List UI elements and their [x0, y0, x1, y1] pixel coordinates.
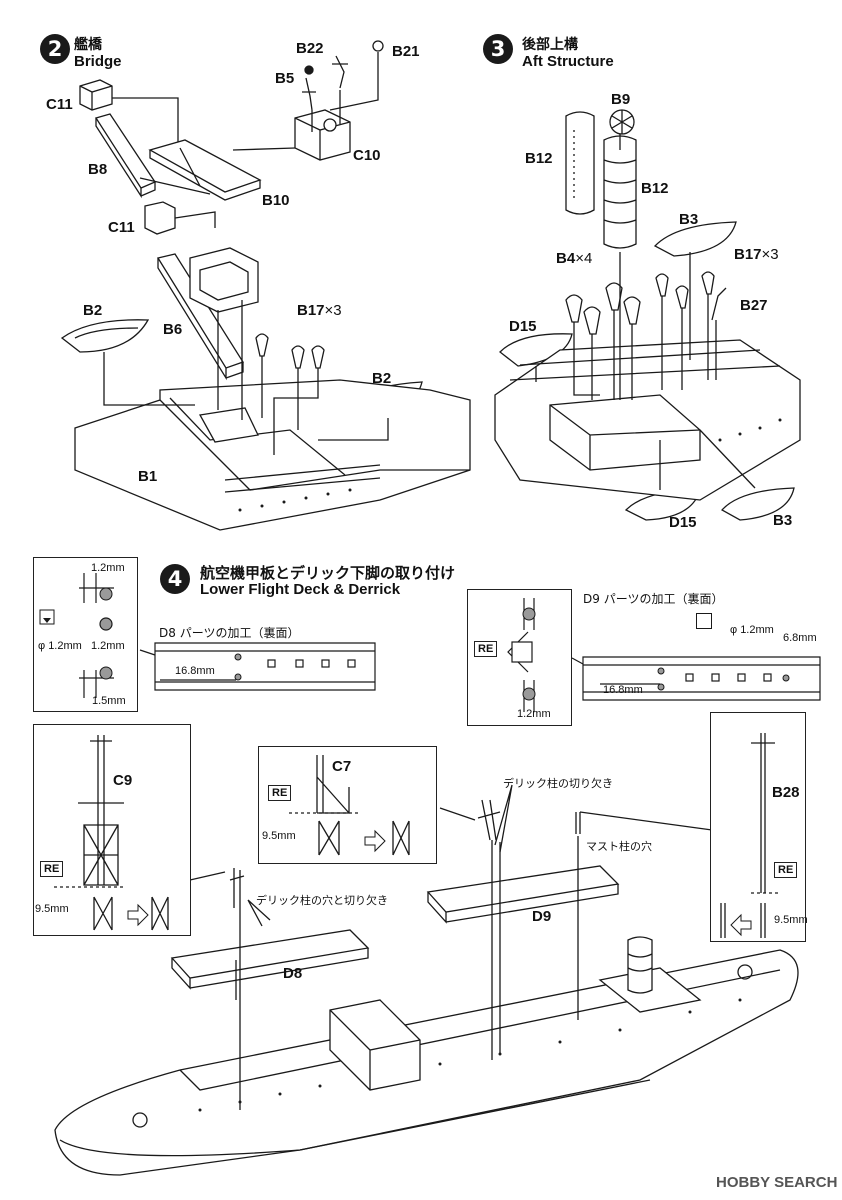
- b28-re-tag: RE: [774, 862, 798, 878]
- b28-dim: 9.5mm: [774, 914, 808, 926]
- hobbysearch-watermark: HOBBY SEARCH: [716, 1174, 838, 1191]
- c9-part-label: C9: [113, 772, 133, 789]
- label-b12-right: B12: [641, 180, 669, 197]
- label-d8: D8: [283, 965, 303, 982]
- d9-re-tag: RE: [474, 641, 498, 657]
- label-b4: B4×4: [556, 250, 593, 267]
- c7-re-tag: RE: [268, 785, 292, 801]
- c9-re-tag: RE: [40, 861, 64, 877]
- step-4-title-en: Lower Flight Deck & Derrick: [200, 581, 401, 598]
- c7-part-label: C7: [332, 758, 352, 775]
- d8-process-title: D8 パーツの加工（裏面）: [159, 626, 300, 640]
- label-b12-left: B12: [525, 150, 553, 167]
- b28-part-label: B28: [772, 784, 800, 801]
- step-2-title-jp: 艦橋: [74, 37, 102, 53]
- label-b9: B9: [611, 91, 631, 108]
- label-b2-right: B2: [372, 370, 392, 387]
- d9-offset: 6.8mm: [783, 632, 817, 644]
- step-3-title-jp: 後部上構: [522, 37, 578, 53]
- d8-dim-bottom: 1.5mm: [92, 695, 126, 707]
- label-b8: B8: [88, 161, 108, 178]
- d8-dim-top: 1.2mm: [91, 562, 125, 574]
- c9-inset: [33, 724, 191, 936]
- label-b6: B6: [163, 321, 183, 338]
- label-b21: B21: [392, 43, 420, 60]
- c7-dim: 9.5mm: [262, 830, 296, 842]
- label-d15-left: D15: [509, 318, 537, 335]
- label-c11-top: C11: [46, 96, 73, 113]
- label-b22: B22: [296, 40, 324, 57]
- d9-detail-inset: [467, 589, 572, 726]
- d8-detail-inset: [33, 557, 138, 712]
- d9-dim-bottom: 1.2mm: [517, 708, 551, 720]
- label-d15-bottom: D15: [669, 514, 697, 531]
- label-d9: D9: [532, 908, 552, 925]
- d9-diameter: φ 1.2mm: [730, 624, 774, 636]
- note-mast-hole: マスト柱の穴: [586, 840, 652, 853]
- label-c10: C10: [353, 147, 381, 164]
- drill-icon: [696, 613, 712, 629]
- c7-inset: [258, 746, 437, 864]
- label-b17-bridge: B17×3: [297, 302, 342, 319]
- step-4-title-jp: 航空機甲板とデリック下脚の取り付け: [200, 564, 456, 582]
- step-4-number: 4: [160, 564, 190, 594]
- c9-dim: 9.5mm: [35, 903, 69, 915]
- d9-process-title: D9 パーツの加工（裏面）: [583, 592, 724, 606]
- d8-length: 16.8mm: [175, 665, 215, 677]
- label-b27: B27: [740, 297, 768, 314]
- note-derrick-hole-notch: デリック柱の穴と切り欠き: [256, 894, 388, 907]
- label-b5: B5: [275, 70, 295, 87]
- label-c11-lower: C11: [108, 219, 135, 236]
- d8-dim-mid: 1.2mm: [91, 640, 125, 652]
- label-b17-aft: B17×3: [734, 246, 779, 263]
- label-b10: B10: [262, 192, 290, 209]
- label-b3-bottom: B3: [773, 512, 793, 529]
- label-b1: B1: [138, 468, 158, 485]
- step-2-title-en: Bridge: [74, 53, 122, 70]
- label-b2-left: B2: [83, 302, 103, 319]
- note-derrick-notch: デリック柱の切り欠き: [503, 777, 613, 790]
- step-3-number: 3: [483, 34, 513, 64]
- d9-length: 16.8mm: [603, 684, 643, 696]
- b28-inset: [710, 712, 806, 942]
- step-3-title-en: Aft Structure: [522, 53, 614, 70]
- step-2-number: 2: [40, 34, 70, 64]
- label-b3-top: B3: [679, 211, 699, 228]
- d8-diameter: φ 1.2mm: [38, 640, 82, 652]
